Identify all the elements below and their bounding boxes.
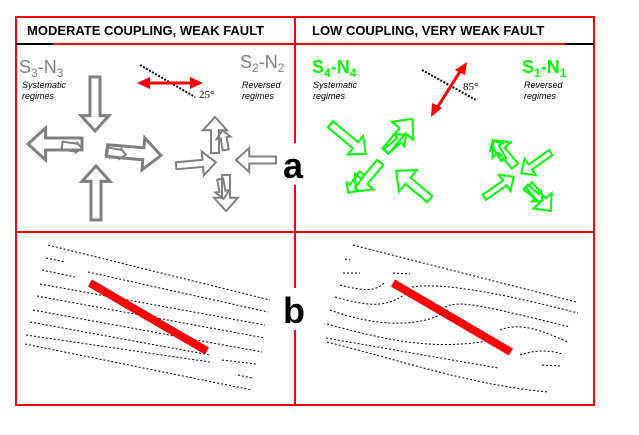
streamline [29, 321, 257, 365]
title-right: LOW COUPLING, VERY WEAK FAULT [312, 23, 544, 38]
regime-label-s1n1: S1-N1 [522, 57, 567, 80]
arrow-icon-down [77, 75, 113, 134]
arrow-icon-small [382, 133, 408, 156]
fault-bar-left [87, 279, 210, 355]
panel-label-a: a [283, 145, 304, 186]
streamline [352, 244, 577, 303]
streamline [326, 323, 564, 356]
arrow-icon-small [214, 128, 233, 152]
panel-label-b: b [283, 290, 305, 331]
note-reversed-left-2: regimes [242, 91, 275, 101]
svg-text:S1-N1: S1-N1 [522, 57, 567, 80]
arrow-icon-southwest [354, 158, 385, 193]
streamline [326, 341, 549, 393]
streamline [24, 343, 253, 391]
streamline [36, 295, 266, 339]
streamlines-right [325, 244, 579, 393]
streamline [25, 334, 253, 379]
svg-text:S2-N2: S2-N2 [240, 52, 285, 75]
note-reversed-right-2: regimes [524, 91, 557, 101]
gray-stress-arrows [25, 75, 277, 222]
red-double-arrow-icon [431, 62, 467, 117]
arrow-icon-small [488, 139, 508, 163]
arrow-icon-southeast [524, 180, 553, 213]
green-stress-arrows [326, 117, 554, 213]
outer-frame [15, 16, 595, 406]
arrow-icon-southwest [520, 148, 554, 177]
streamline [325, 337, 561, 369]
arrow-icon-right [174, 149, 218, 178]
note-systematic-left-2: regimes [22, 91, 55, 101]
fault-orientation-right: 85° [421, 62, 478, 117]
note-systematic-right-1: Systematic [313, 80, 358, 90]
arrow-icon-right [104, 134, 164, 174]
arrow-icon-small [60, 140, 84, 155]
arrow-icon-up [200, 115, 230, 154]
streamline [343, 272, 411, 275]
arrow-icon-left [234, 145, 277, 175]
streamline [41, 269, 269, 313]
streamline [32, 309, 263, 353]
note-systematic-left-1: Systematic [22, 80, 67, 90]
arrow-icon-left [25, 124, 84, 164]
svg-text:S4-N4: S4-N4 [312, 57, 357, 80]
streamlines-left [24, 244, 271, 391]
streamline [339, 281, 579, 314]
note-reversed-left-1: Reversed [242, 80, 282, 90]
regime-label-s4n4: S4-N4 [312, 57, 357, 80]
streamline [334, 291, 571, 328]
title-left: MODERATE COUPLING, WEAK FAULT [27, 23, 264, 38]
fault-orientation-left: 25° [137, 64, 214, 101]
arrow-icon-up [78, 163, 114, 222]
regime-label-s2n2: S2-N2 [240, 52, 285, 75]
arrow-icon-small [104, 146, 128, 161]
fault-trace-dotted [139, 64, 196, 98]
angle-label-left: 25° [199, 89, 214, 101]
fault-bar-right [390, 279, 514, 356]
streamline [45, 257, 66, 263]
red-double-arrow-icon [137, 77, 203, 89]
angle-label-right: 85° [463, 81, 478, 93]
arrow-icon-northeast [481, 173, 515, 202]
svg-text:S3-N3: S3-N3 [19, 57, 64, 80]
note-reversed-right-1: Reversed [524, 80, 564, 90]
arrow-icon-small [345, 169, 366, 195]
arrow-icon-northeast [380, 117, 415, 156]
arrow-icon-small [522, 183, 544, 203]
arrow-icon-southeast [326, 119, 367, 156]
arrow-icon-northwest [394, 168, 434, 204]
streamline [329, 309, 569, 343]
regime-label-s3n3: S3-N3 [19, 57, 64, 80]
streamline [47, 244, 271, 301]
streamline [344, 258, 351, 261]
note-systematic-right-2: regimes [313, 91, 346, 101]
arrow-icon-small [213, 177, 232, 201]
